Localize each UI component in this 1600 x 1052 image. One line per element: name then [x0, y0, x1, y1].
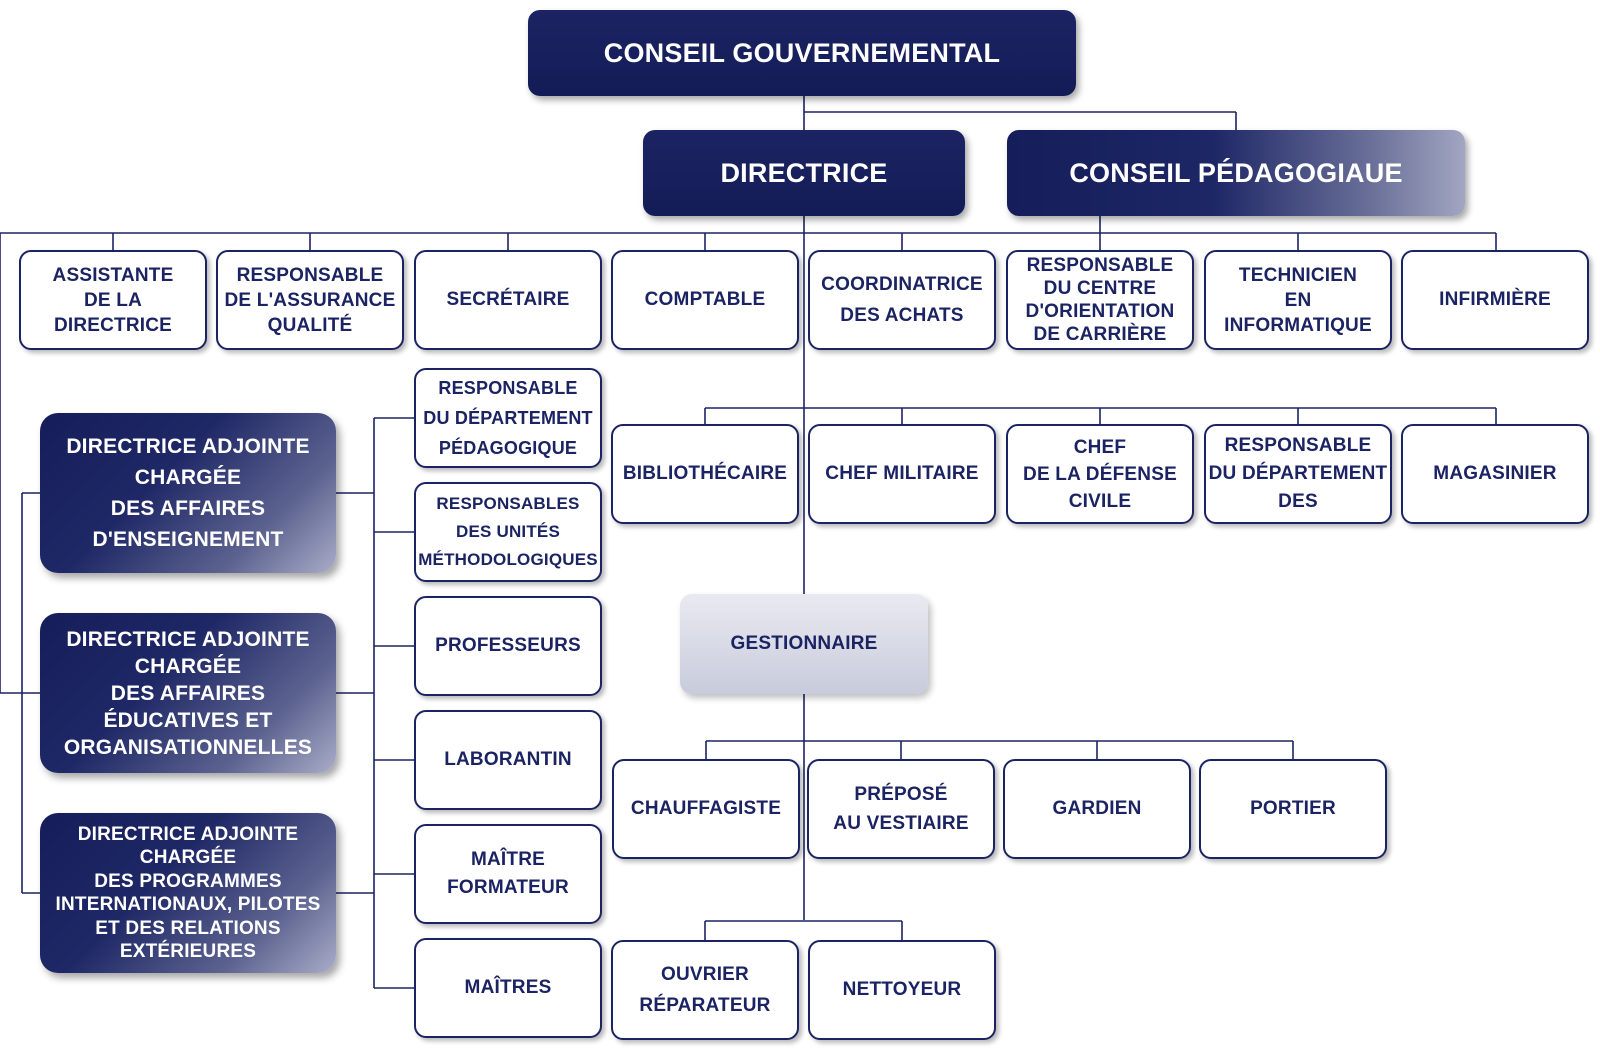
responsables-unites-box: RESPONSABLES DES UNITÉS MÉTHODOLOGIQUES	[414, 482, 602, 582]
gestionnaire-box: GESTIONNAIRE	[680, 594, 928, 694]
coordinatrice-box: COORDINATRICE DES ACHATS	[808, 250, 996, 350]
directrice-box: DIRECTRICE	[643, 130, 965, 216]
chef-defense-civile-box: CHEF DE LA DÉFENSE CIVILE	[1006, 424, 1194, 524]
infirmiere-box: INFIRMIÈRE	[1401, 250, 1589, 350]
conseil-gouvernemental-box: CONSEIL GOUVERNEMENTAL	[528, 10, 1076, 96]
secretaire-box: SECRÉTAIRE	[414, 250, 602, 350]
responsable-departement-des-box: RESPONSABLE DU DÉPARTEMENT DES	[1204, 424, 1392, 524]
prepose-vestiaire-box: PRÉPOSÉ AU VESTIAIRE	[807, 759, 995, 859]
responsable-orientation-box: RESPONSABLE DU CENTRE D'ORIENTATION DE C…	[1006, 250, 1194, 350]
ouvrier-reparateur-box: OUVRIER RÉPARATEUR	[611, 940, 799, 1040]
chef-militaire-box: CHEF MILITAIRE	[808, 424, 996, 524]
adjointe-programmes-box: DIRECTRICE ADJOINTE CHARGÉE DES PROGRAMM…	[40, 813, 336, 973]
maitre-formateur-box: MAÎTRE FORMATEUR	[414, 824, 602, 924]
gardien-box: GARDIEN	[1003, 759, 1191, 859]
nettoyeur-box: NETTOYEUR	[808, 940, 996, 1040]
conseil-pedagogique-box: CONSEIL PÉDAGOGIAUE	[1007, 130, 1465, 216]
responsable-departement-pedagogique-box: RESPONSABLE DU DÉPARTEMENT PÉDAGOGIQUE	[414, 368, 602, 468]
technicien-box: TECHNICIEN EN INFORMATIQUE	[1204, 250, 1392, 350]
bibliothecaire-box: BIBLIOTHÉCAIRE	[611, 424, 799, 524]
magasinier-box: MAGASINIER	[1401, 424, 1589, 524]
assistante-box: ASSISTANTE DE LA DIRECTRICE	[19, 250, 207, 350]
adjointe-enseignement-box: DIRECTRICE ADJOINTE CHARGÉE DES AFFAIRES…	[40, 413, 336, 573]
laborantin-box: LABORANTIN	[414, 710, 602, 810]
responsable-assurance-box: RESPONSABLE DE L'ASSURANCE QUALITÉ	[216, 250, 404, 350]
comptable-box: COMPTABLE	[611, 250, 799, 350]
adjointe-educatives-box: DIRECTRICE ADJOINTE CHARGÉE DES AFFAIRES…	[40, 613, 336, 773]
maitres-box: MAÎTRES	[414, 938, 602, 1038]
professeurs-box: PROFESSEURS	[414, 596, 602, 696]
chauffagiste-box: CHAUFFAGISTE	[612, 759, 800, 859]
portier-box: PORTIER	[1199, 759, 1387, 859]
